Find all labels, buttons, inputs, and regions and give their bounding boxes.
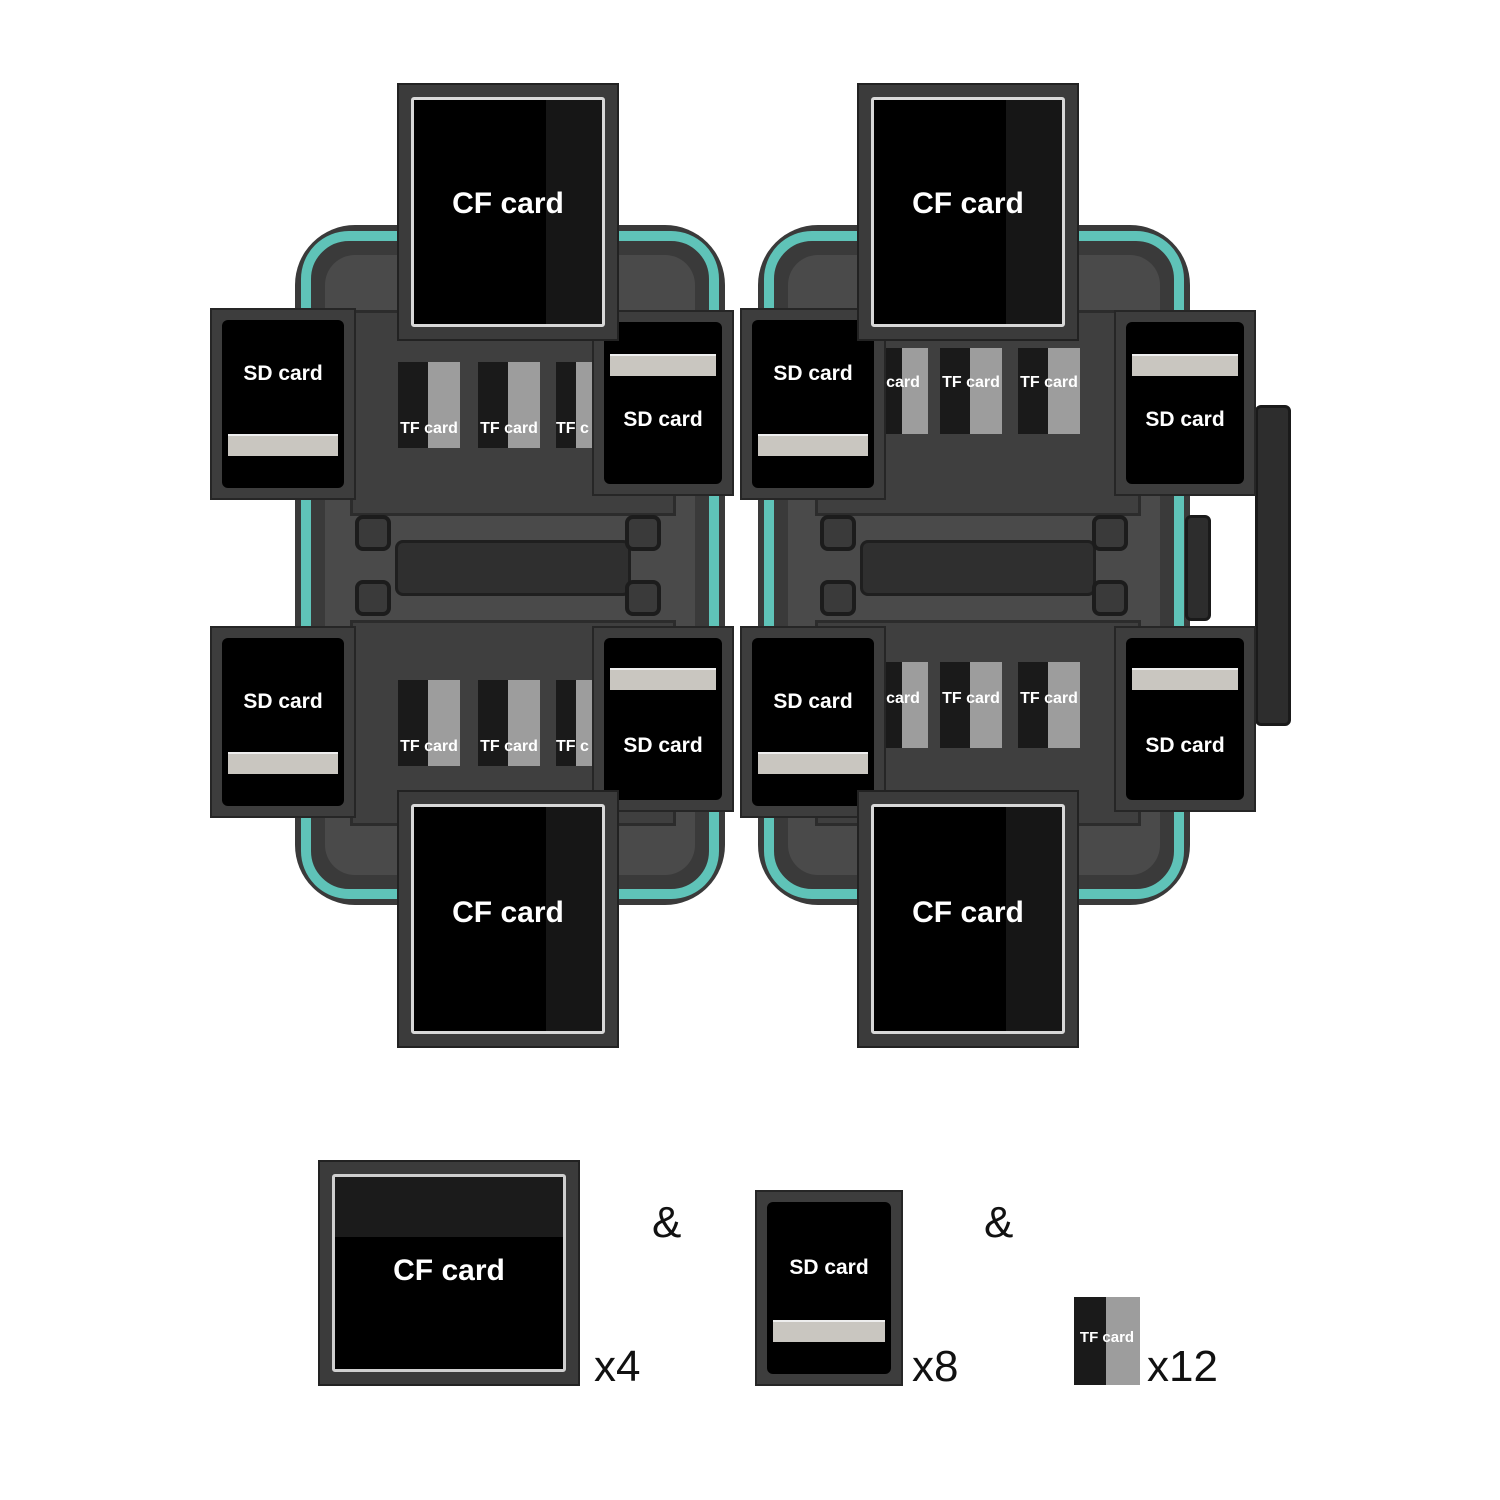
tf-card: TF card [398,680,460,766]
left-nub-4 [625,580,661,616]
sd-card: SD card [592,626,734,812]
legend-cf-card: CF card [318,1160,580,1386]
tf-card: TF card [1018,348,1080,434]
sd-count: x8 [912,1342,959,1391]
right-center-hinge [860,540,1096,596]
sd-card: SD card [210,308,356,500]
legend-sd-card: SD card [755,1190,903,1386]
legend-tf-card: TF card [1074,1297,1140,1385]
left-nub-3 [625,515,661,551]
right-nub-2 [820,580,856,616]
tf-card: card [878,348,928,434]
ampersand: & [984,1198,1014,1247]
right-nub-3 [1092,515,1128,551]
sd-card: SD card [740,308,886,500]
tf-count: x12 [1147,1342,1218,1391]
side-latch [1255,405,1291,726]
sd-card: SD card [1114,310,1256,496]
cf-count: x4 [594,1342,641,1391]
cf-card: CF card [397,790,619,1048]
left-center-hinge [395,540,631,596]
tf-card: TF card [478,680,540,766]
cf-card: CF card [397,83,619,341]
tf-card: TF card [1018,662,1080,748]
tf-card: TF card [478,362,540,448]
sd-card: SD card [592,310,734,496]
ampersand: & [652,1198,682,1247]
tf-card: TF card [398,362,460,448]
tf-card: TF card [940,662,1002,748]
cf-card: CF card [857,83,1079,341]
sd-card: SD card [740,626,886,818]
left-nub-2 [355,580,391,616]
left-nub-1 [355,515,391,551]
cf-card: CF card [857,790,1079,1048]
tf-card: TF card [940,348,1002,434]
right-nub-1 [820,515,856,551]
side-latch-clip [1185,515,1211,621]
sd-card: SD card [1114,626,1256,812]
right-nub-4 [1092,580,1128,616]
sd-card: SD card [210,626,356,818]
